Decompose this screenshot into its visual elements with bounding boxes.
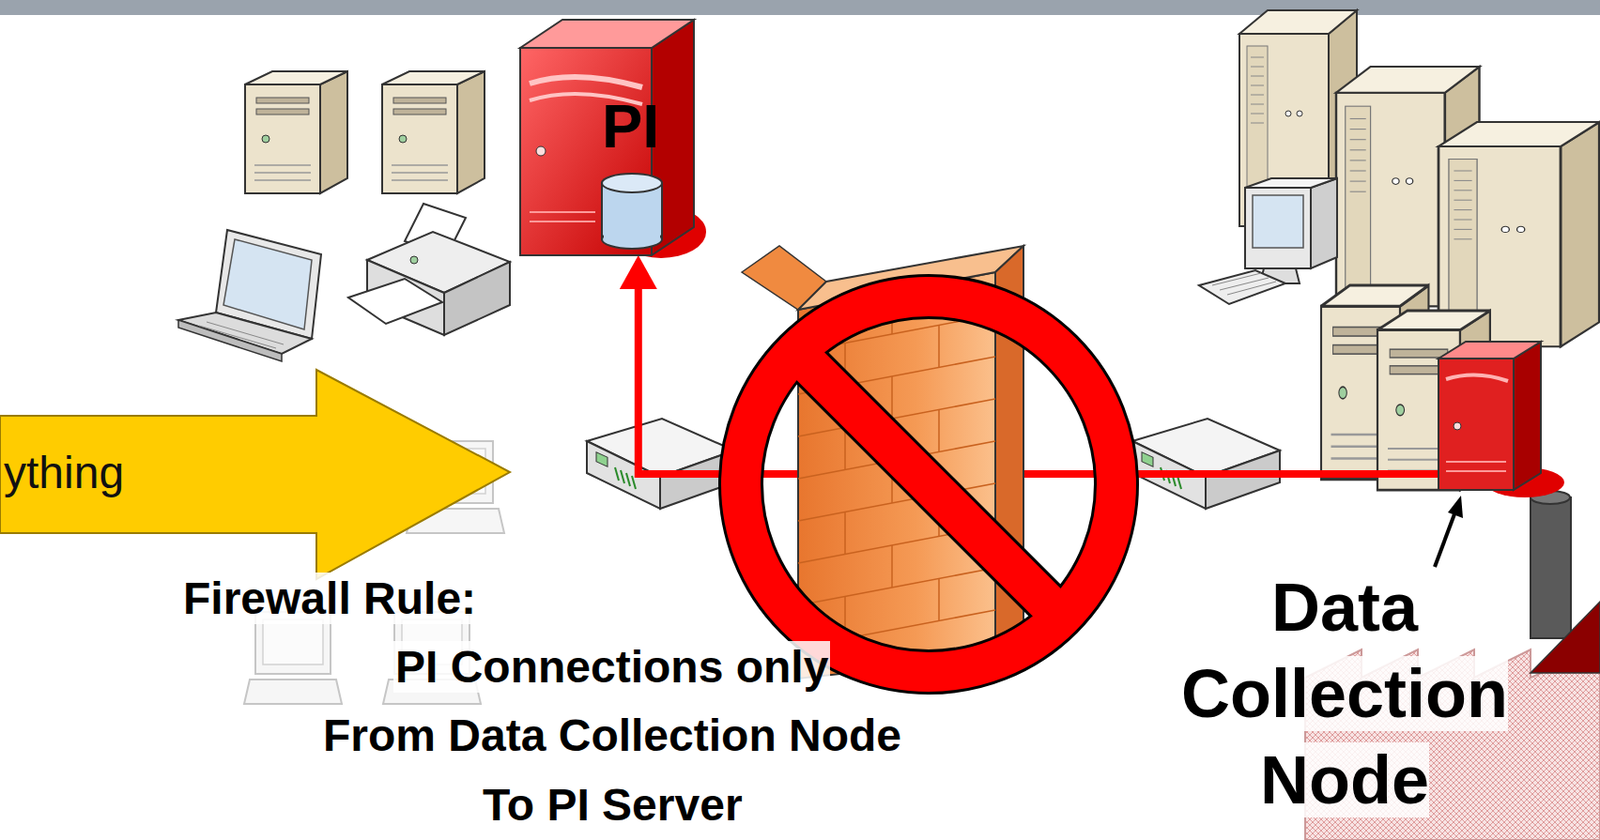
illustration-part xyxy=(1199,270,1286,305)
illustration-part xyxy=(529,220,596,223)
illustration-part xyxy=(0,369,510,580)
illustration-part xyxy=(740,296,1117,673)
illustration-part xyxy=(844,511,847,554)
yellow-arrow: ything xyxy=(0,369,510,580)
illustration-part xyxy=(348,278,443,324)
leader-arrow xyxy=(1434,495,1463,568)
illustration-part xyxy=(1513,341,1541,491)
firewall-rule-text: PI Connections only xyxy=(393,641,831,693)
illustration-part xyxy=(603,226,661,240)
illustration-part xyxy=(1219,277,1269,291)
illustration-part xyxy=(410,256,418,264)
arrow-head xyxy=(619,255,658,290)
illustration-part xyxy=(178,320,282,362)
illustration-part xyxy=(1530,497,1571,639)
illustration-part xyxy=(245,71,348,194)
illustration-part xyxy=(1447,495,1463,519)
illustration-part xyxy=(1252,195,1304,248)
caption-wrap: Data Collection Node xyxy=(1156,564,1533,824)
illustration-part xyxy=(1245,178,1338,188)
illustration-part xyxy=(1438,341,1541,359)
illustration-part xyxy=(1434,511,1456,568)
illustration-part xyxy=(1453,422,1462,431)
illustration-part xyxy=(529,76,643,88)
illustration-part xyxy=(938,324,940,368)
pi-server: PI xyxy=(520,10,694,256)
illustration-part xyxy=(796,352,1062,617)
illustration-part xyxy=(1446,470,1507,473)
illustration-part xyxy=(199,325,277,349)
firewall-rule-text: Firewall Rule: xyxy=(181,572,478,625)
illustration-part xyxy=(798,568,996,606)
illustration-part xyxy=(891,376,893,419)
illustration-part xyxy=(1212,273,1262,286)
illustration-part xyxy=(1245,187,1311,269)
illustration-part xyxy=(891,545,893,588)
illustration-part xyxy=(223,239,312,330)
illustration-part xyxy=(444,261,510,336)
illustration-part xyxy=(740,296,1117,673)
illustration-part xyxy=(178,230,322,362)
illustration-part xyxy=(1530,601,1600,674)
illustration-part xyxy=(1310,178,1338,269)
illustration-part xyxy=(1227,281,1277,295)
illustration-part xyxy=(938,409,940,452)
illustration-part xyxy=(536,146,546,156)
illustration-part xyxy=(601,173,662,193)
illustration-part xyxy=(382,71,485,194)
illustration-part xyxy=(348,203,510,336)
illustration-part xyxy=(1438,358,1514,491)
arrow-label: ything xyxy=(3,446,124,499)
server-label: PI xyxy=(601,95,660,157)
illustration-part xyxy=(586,418,735,509)
illustration-part xyxy=(0,0,1600,16)
illustration-part xyxy=(938,578,940,621)
illustration-part xyxy=(520,19,694,48)
illustration-part xyxy=(1245,178,1338,284)
illustration-part xyxy=(798,353,1060,616)
illustration-part xyxy=(1132,418,1280,509)
illustration-part xyxy=(844,427,847,470)
illustration-part xyxy=(1199,270,1286,305)
data-collection-server: Data Collection Node xyxy=(1438,341,1541,491)
data-collection-server-shape xyxy=(1438,341,1541,491)
illustration-part xyxy=(529,211,596,214)
illustration-part xyxy=(244,612,342,705)
illustration-part xyxy=(206,322,284,345)
firewall-rule-text: From Data Collection Node xyxy=(321,709,904,762)
illustration-part xyxy=(1446,374,1508,382)
node-caption: Data Collection Node xyxy=(1181,569,1508,818)
firewall-rule-text: To PI Server xyxy=(480,779,745,831)
illustration-part xyxy=(1446,461,1507,463)
